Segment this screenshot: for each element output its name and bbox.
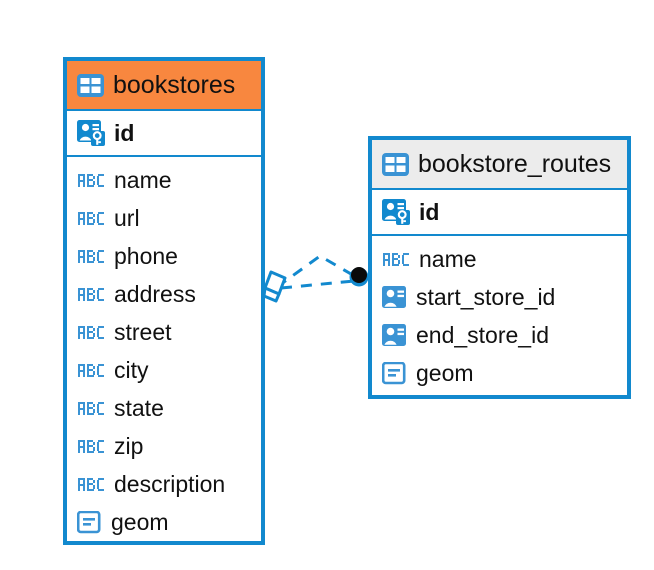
text-abc-icon bbox=[77, 211, 105, 226]
primary-key-row[interactable]: id bbox=[67, 111, 261, 157]
field-label: url bbox=[114, 204, 140, 231]
entity-header-bookstores: bookstores bbox=[67, 61, 261, 111]
primary-key-row[interactable]: id bbox=[372, 190, 627, 236]
relationship-line-end-store-id bbox=[280, 279, 355, 290]
field-label: name bbox=[419, 245, 477, 272]
primary-key-label: id bbox=[114, 119, 135, 146]
geometry-icon bbox=[77, 510, 102, 534]
field-row[interactable]: description bbox=[67, 465, 261, 503]
field-row[interactable]: start_store_id bbox=[372, 278, 627, 316]
field-label: geom bbox=[111, 508, 169, 535]
primary-key-icon bbox=[382, 199, 410, 225]
text-abc-icon bbox=[77, 401, 105, 416]
field-label: end_store_id bbox=[416, 321, 549, 348]
field-row[interactable]: name bbox=[67, 161, 261, 199]
field-row[interactable]: geom bbox=[67, 503, 261, 541]
foreign-key-icon bbox=[382, 285, 407, 309]
table-icon bbox=[382, 152, 409, 176]
field-row[interactable]: end_store_id bbox=[372, 316, 627, 354]
relationship-endpoint-diamond bbox=[262, 270, 287, 303]
relationship-endpoint-circle bbox=[349, 267, 369, 287]
text-abc-icon bbox=[77, 439, 105, 454]
entity-header-bookstore-routes: bookstore_routes bbox=[372, 140, 627, 190]
entity-table-bookstores[interactable]: bookstores id bbox=[63, 57, 265, 545]
field-row[interactable]: street bbox=[67, 313, 261, 351]
text-abc-icon bbox=[77, 287, 105, 302]
entity-title: bookstore_routes bbox=[418, 149, 612, 178]
field-row[interactable]: url bbox=[67, 199, 261, 237]
field-label: street bbox=[114, 318, 172, 345]
field-label: address bbox=[114, 280, 196, 307]
primary-key-icon bbox=[77, 120, 105, 146]
field-label: state bbox=[114, 394, 164, 421]
field-row[interactable]: city bbox=[67, 351, 261, 389]
text-abc-icon bbox=[77, 477, 105, 492]
field-label: description bbox=[114, 470, 226, 497]
field-label: city bbox=[114, 356, 149, 383]
field-row[interactable]: name bbox=[372, 240, 627, 278]
field-label: zip bbox=[114, 432, 144, 459]
text-abc-icon bbox=[77, 325, 105, 340]
field-row[interactable]: address bbox=[67, 275, 261, 313]
field-row[interactable]: state bbox=[67, 389, 261, 427]
text-abc-icon bbox=[77, 249, 105, 264]
text-abc-icon bbox=[382, 252, 410, 267]
field-label: start_store_id bbox=[416, 283, 556, 310]
relationship-line-start-store-id bbox=[276, 254, 359, 289]
field-label: name bbox=[114, 166, 172, 193]
geometry-icon bbox=[382, 361, 407, 385]
text-abc-icon bbox=[77, 363, 105, 378]
field-row[interactable]: phone bbox=[67, 237, 261, 275]
field-label: phone bbox=[114, 242, 178, 269]
field-row[interactable]: zip bbox=[67, 427, 261, 465]
primary-key-label: id bbox=[419, 198, 440, 225]
text-abc-icon bbox=[77, 173, 105, 188]
entity-title: bookstores bbox=[113, 70, 236, 99]
foreign-key-icon bbox=[382, 323, 407, 347]
field-row[interactable]: geom bbox=[372, 354, 627, 392]
table-icon bbox=[77, 73, 104, 97]
field-list: name url phone address street city state zip des… bbox=[67, 157, 261, 545]
field-label: geom bbox=[416, 359, 474, 386]
entity-table-bookstore-routes[interactable]: bookstore_routes id bbox=[368, 136, 631, 399]
